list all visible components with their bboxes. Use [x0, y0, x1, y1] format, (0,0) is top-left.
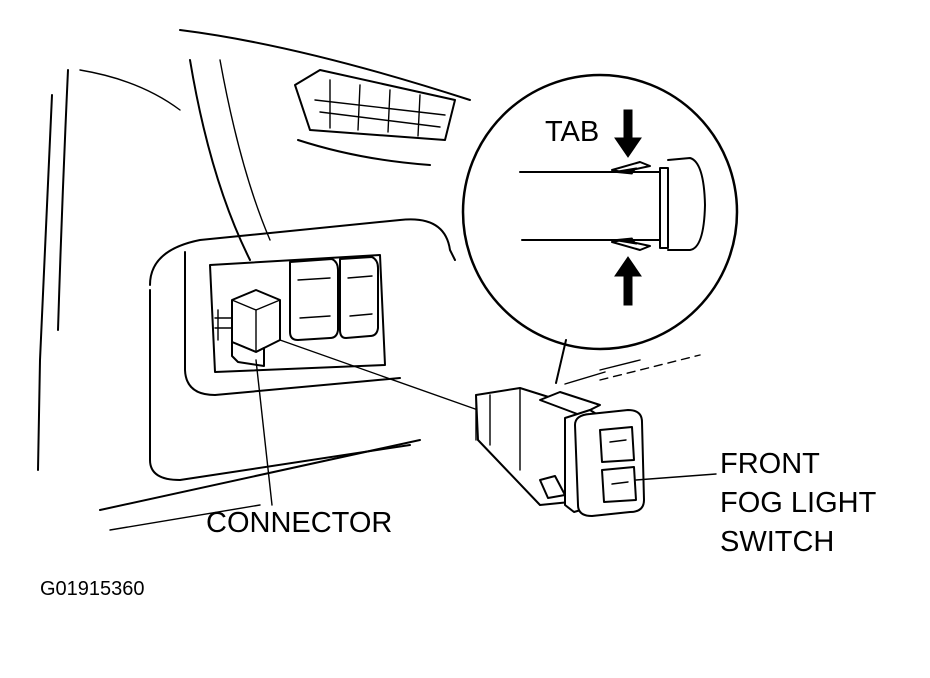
switch-label-line-3: SWITCH: [720, 526, 835, 558]
magnifier-pointer-line: [555, 339, 567, 384]
connector-wire-line: [279, 339, 479, 411]
figure-code: G01915360: [40, 578, 145, 600]
switch-label-line-1: FRONT: [720, 448, 820, 480]
switch-leader-line: [635, 473, 717, 481]
tab-label: TAB: [545, 116, 600, 148]
connector-label: CONNECTOR: [206, 507, 393, 539]
connector-graphic: [214, 289, 281, 367]
dashboard-outline: [37, 29, 701, 531]
tab-detail-magnifier: [461, 73, 739, 351]
air-vent: [294, 69, 456, 166]
connector-leader-line: [255, 359, 273, 506]
arrow-down-icon: [614, 109, 642, 158]
fog-light-switch-graphic: [475, 387, 645, 517]
switch-label-line-2: FOG LIGHT: [720, 487, 877, 519]
arrow-up-icon: [614, 256, 642, 306]
switch-bank: [209, 254, 386, 373]
